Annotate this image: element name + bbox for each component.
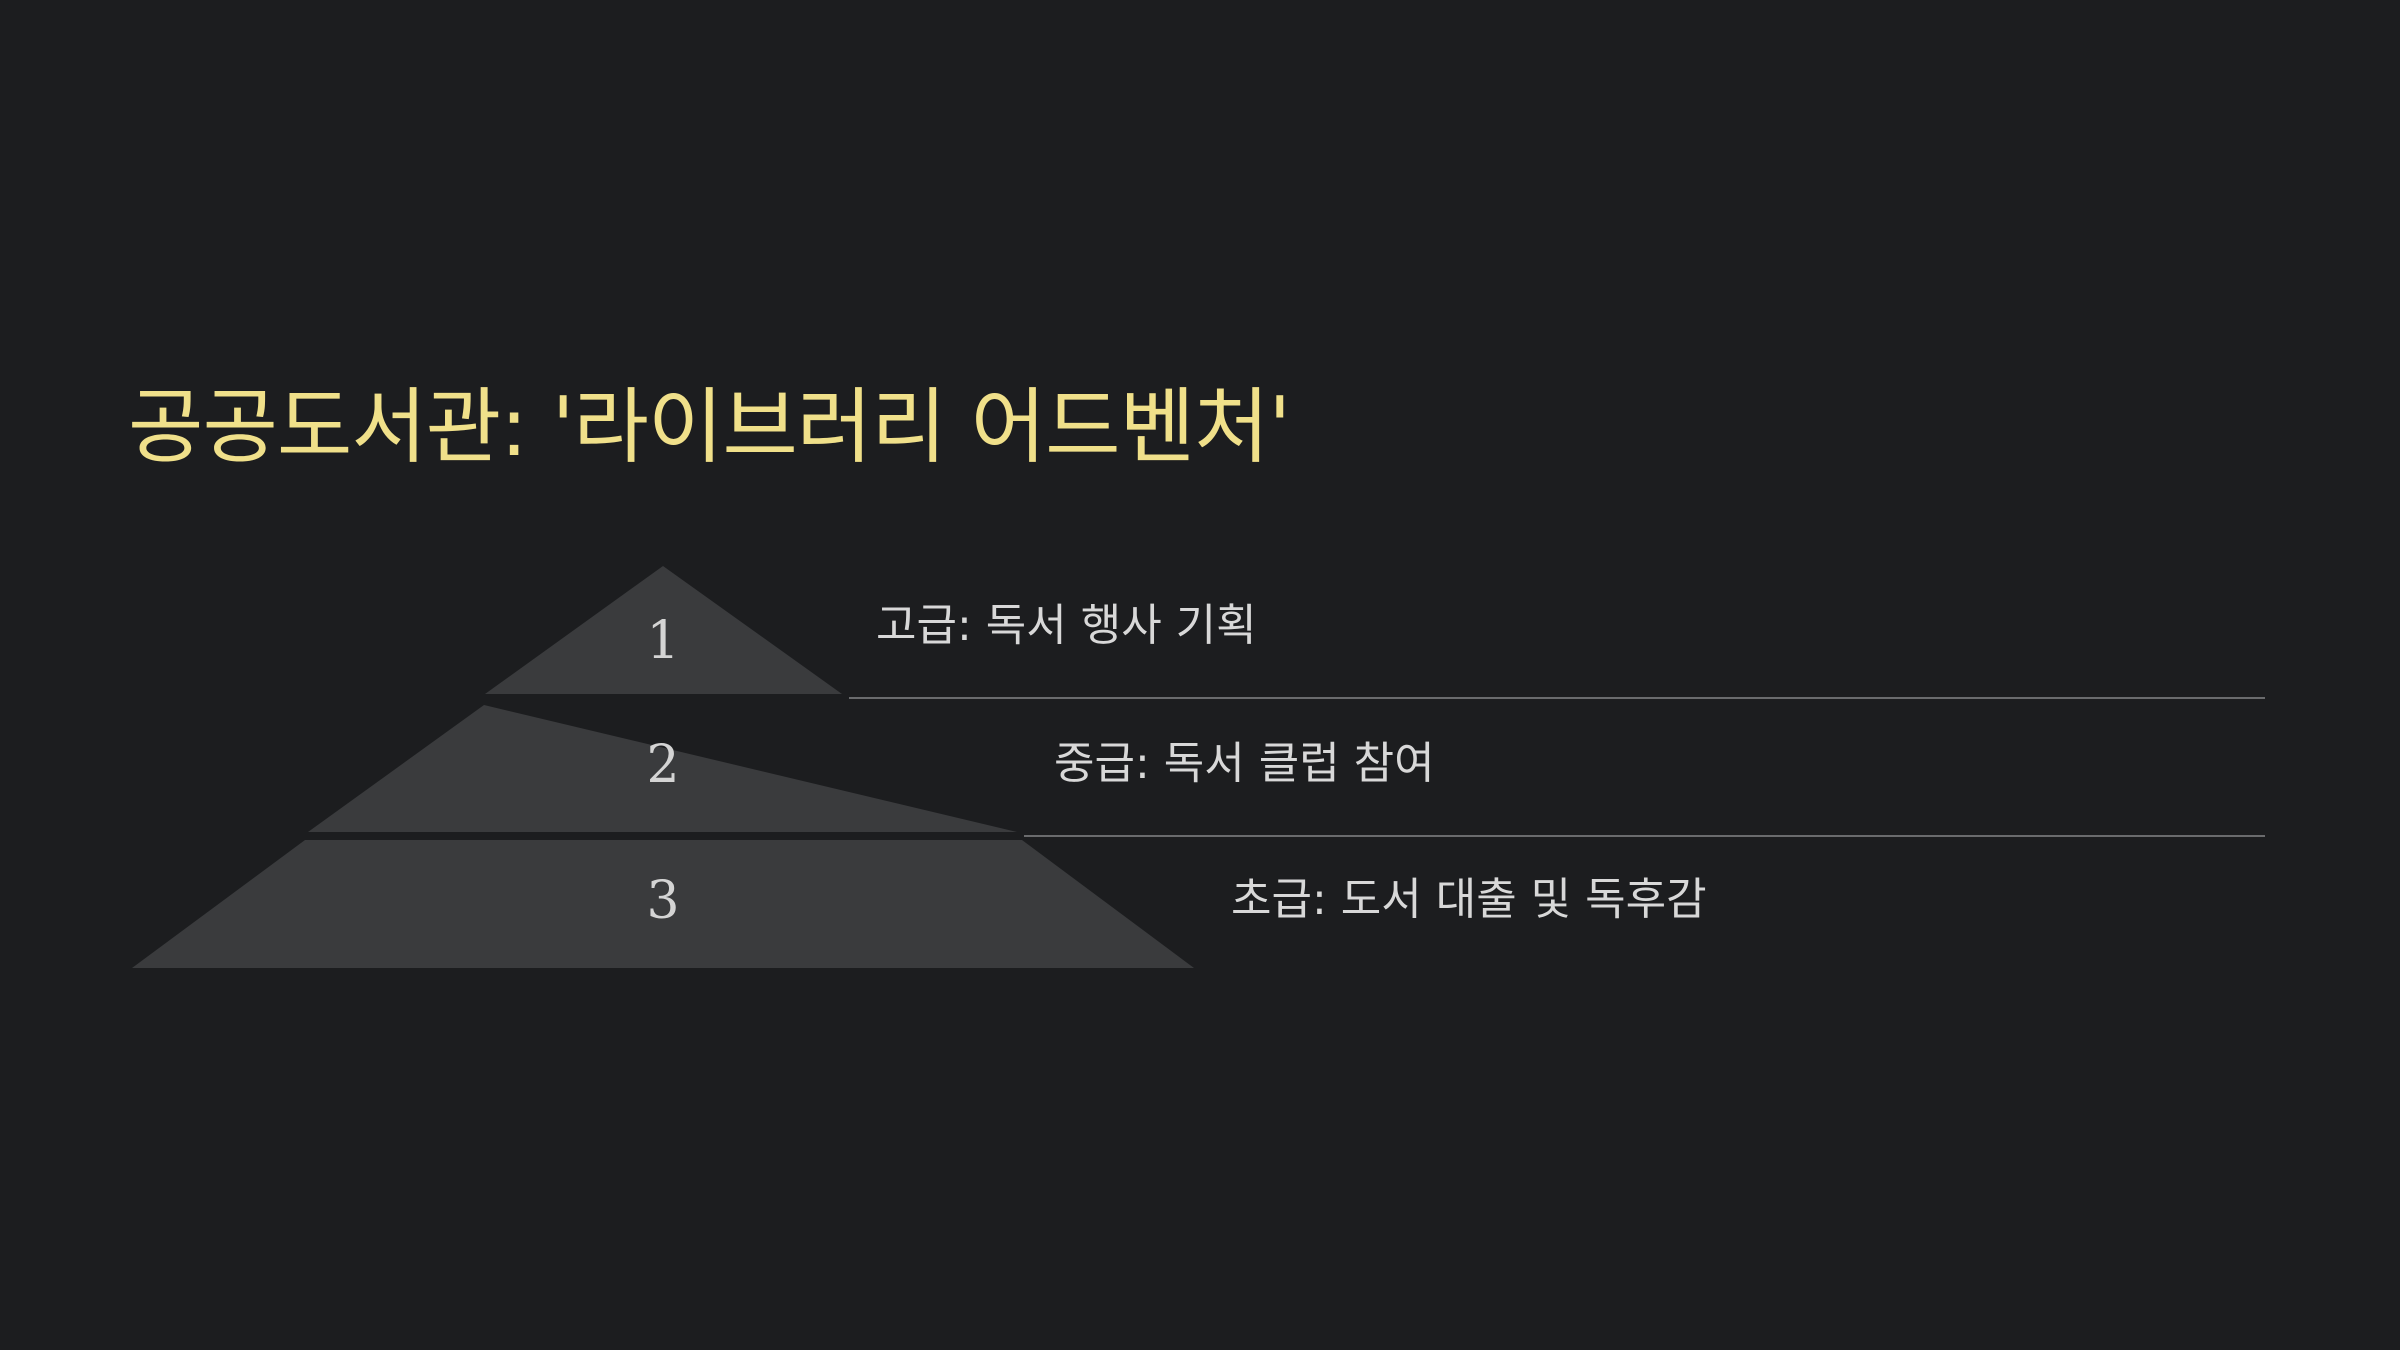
pyramid-level-1-number: 1 — [646, 611, 679, 671]
pyramid-level-3-number: 3 — [646, 871, 679, 931]
pyramid-level-2-shape — [308, 705, 1017, 832]
pyramid-level-1-label: 고급: 독서 행사 기획 — [876, 600, 1257, 651]
pyramid-level-2-label: 중급: 독서 클럽 참여 — [1054, 738, 1435, 789]
pyramid-level-3-label: 초급: 도서 대출 및 독후감 — [1231, 874, 1707, 925]
pyramid-level-3-shape — [132, 840, 1194, 968]
pyramid-level-1-shape — [485, 566, 842, 694]
pyramid-level-2-number: 2 — [646, 735, 679, 795]
slide-title: 공공도서관: '라이브러리 어드벤처' — [128, 380, 1291, 475]
